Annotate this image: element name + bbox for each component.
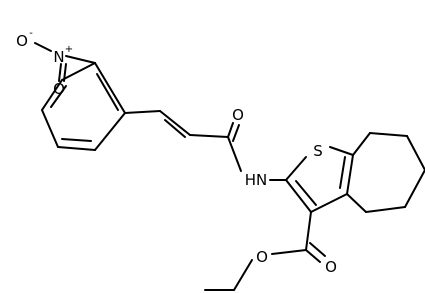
atom-o-amide: O <box>232 106 244 124</box>
bond-ring-vinyl <box>124 110 161 114</box>
atom-n-nitro: N <box>53 48 64 66</box>
cyclohexene-bond-4 <box>404 169 425 208</box>
thiophene-bond-c3a-c3 <box>310 193 348 213</box>
benzene-ring <box>41 62 126 151</box>
thiophene-bond-c2-s <box>285 156 307 181</box>
benzene-bond-4 <box>41 109 59 148</box>
thiophene-bond-c7a-c3a <box>346 154 354 195</box>
thiophene-bond-s-c7a <box>329 146 354 156</box>
atom-s-thiophene: S <box>313 142 323 160</box>
ester-group <box>204 211 326 291</box>
amide-group <box>227 122 287 181</box>
bond-c3-ester-carbon <box>305 211 312 251</box>
atom-o-nitro-2: O <box>53 80 65 98</box>
bond-o-n <box>34 42 52 52</box>
cyclohexene-bond-1 <box>352 132 371 156</box>
cyclohexene-bond-6 <box>346 193 367 213</box>
bond-vinyl-double-a <box>159 110 191 136</box>
bond-ester-co-a <box>305 249 321 263</box>
benzene-inner-2 <box>61 138 92 142</box>
thiophene-inner-c3a-c7a <box>339 156 346 189</box>
benzene-bond-2 <box>94 112 126 151</box>
benzene-bond-6 <box>61 62 96 81</box>
thiophene-inner-c2-c3 <box>295 180 317 206</box>
cyclohexene-bond-5 <box>365 206 406 213</box>
benzene-inner-1 <box>96 73 119 111</box>
cyclohexene-bond-3 <box>406 135 425 171</box>
bond-n-o-double-a <box>58 63 62 82</box>
bond-carbonyl-nh <box>227 136 242 172</box>
benzene-inner-3 <box>50 85 67 108</box>
bond-n-ring <box>65 55 96 64</box>
atom-labels: O - N + O O HN S O O <box>16 28 337 276</box>
atom-o-nitro-1: O <box>16 32 28 50</box>
vinyl-linker <box>124 110 229 138</box>
bond-o-ethyl-ch2 <box>233 259 253 291</box>
bond-ester-c-o <box>271 249 307 255</box>
bond-vinyl-double-b <box>164 119 186 138</box>
charge-minus: - <box>29 28 33 39</box>
atom-o-ester-carbonyl: O <box>325 258 337 276</box>
atom-o-ester-alkoxy: O <box>256 248 268 266</box>
bond-ester-co-b <box>309 242 326 257</box>
cyclohexene-ring <box>346 132 425 213</box>
benzene-bond-1 <box>94 62 126 114</box>
bond-carbonyl-o-b <box>232 124 240 142</box>
cyclohexene-bond-2 <box>369 132 408 137</box>
charge-plus: + <box>65 44 73 55</box>
thiophene-ring <box>285 146 354 213</box>
benzene-bond-3 <box>57 146 96 151</box>
thiophene-bond-c3-c2 <box>285 179 312 213</box>
benzene-bond-5 <box>41 79 63 111</box>
atom-nh-amide: HN <box>245 171 268 189</box>
nitro-group-bonds <box>34 42 96 82</box>
bond-carbonyl-o-a <box>227 122 234 138</box>
bond-vinyl-carbonyl <box>189 134 229 138</box>
